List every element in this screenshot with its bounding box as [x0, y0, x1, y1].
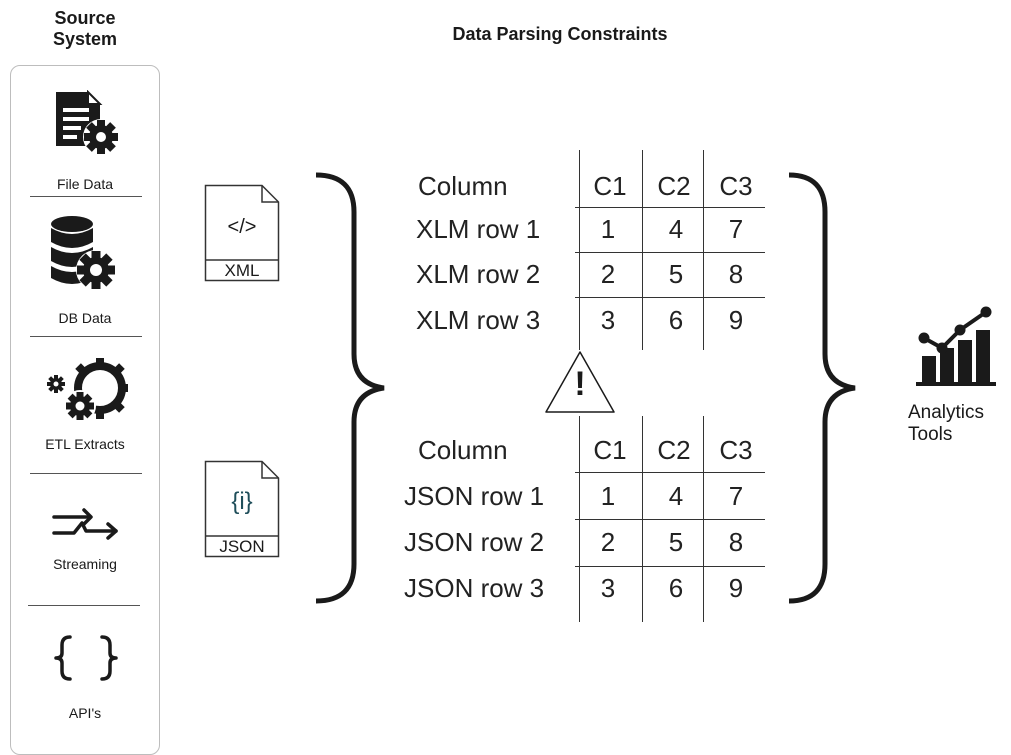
table-gridline	[575, 207, 765, 208]
table-gridline	[575, 252, 765, 253]
table-cell: 5	[668, 527, 684, 557]
json-table: Column C1 C2 C3 JSON row 1 1 4 7 JSON ro…	[400, 416, 772, 622]
table-cell: 2	[600, 259, 616, 289]
xml-symbol: </>	[227, 216, 257, 238]
table-row-label: JSON row 2	[404, 527, 545, 557]
table-cell: 4	[668, 214, 684, 244]
table-header-cell: C3	[719, 171, 753, 201]
table-row-label: JSON row 1	[404, 481, 545, 511]
table-header-cell: Column	[418, 171, 508, 201]
table-cell: 2	[600, 527, 616, 557]
table-row-label: XLM row 1	[416, 214, 541, 244]
table-cell: 1	[600, 481, 616, 511]
table-header-cell: C1	[593, 435, 627, 465]
table-gridline	[642, 150, 643, 350]
table-cell: 5	[668, 259, 684, 289]
analytics-label-line-1: Analytics	[908, 402, 985, 423]
json-file-label: JSON	[219, 537, 265, 556]
table-cell: 4	[668, 481, 684, 511]
source-label-db-data: DB Data	[58, 310, 112, 326]
table-cell: 3	[600, 573, 616, 603]
table-cell: 6	[668, 573, 684, 603]
table-row-label: XLM row 3	[416, 305, 541, 335]
right-brace	[785, 172, 865, 604]
source-label-etl-extracts: ETL Extracts	[45, 436, 125, 452]
warning-symbol: !	[574, 365, 586, 403]
source-divider	[28, 605, 140, 606]
diagram-title: Data Parsing Constraints	[452, 24, 668, 44]
xml-table: Column C1 C2 C3 XLM row 1 1 4 7 XLM row …	[400, 150, 772, 350]
xml-file-icon: </> XML	[204, 184, 280, 282]
table-gridline	[575, 519, 765, 520]
file-settings-icon	[52, 90, 124, 160]
database-settings-icon	[48, 214, 120, 298]
table-gridline	[579, 150, 580, 350]
table-cell: 8	[728, 259, 744, 289]
table-header-cell: C3	[719, 435, 753, 465]
table-header-cell: C1	[593, 171, 627, 201]
gears-icon	[44, 358, 128, 426]
curly-braces-icon	[50, 634, 122, 682]
table-cell: 3	[600, 305, 616, 335]
source-divider	[30, 473, 142, 474]
source-divider	[30, 336, 142, 337]
table-cell: 9	[728, 305, 744, 335]
left-brace	[310, 172, 390, 604]
table-cell: 7	[728, 214, 744, 244]
table-header-cell: C2	[657, 171, 691, 201]
table-gridline	[575, 472, 765, 473]
json-file-icon: {i} JSON	[204, 460, 280, 558]
warning-icon: !	[544, 350, 616, 414]
source-label-streaming: Streaming	[53, 556, 117, 572]
table-gridline	[575, 297, 765, 298]
streaming-arrows-icon	[50, 505, 122, 541]
json-symbol: {i}	[231, 488, 253, 515]
xml-file-label: XML	[224, 261, 260, 280]
analytics-label-line-2: Tools	[908, 424, 953, 445]
source-divider	[30, 196, 142, 197]
table-header-cell: C2	[657, 435, 691, 465]
analytics-chart-icon	[916, 300, 996, 386]
table-gridline	[575, 566, 765, 567]
source-label-file-data: File Data	[56, 176, 114, 192]
table-header-cell: Column	[418, 435, 508, 465]
analytics-tools-label: Analytics Tools	[908, 402, 984, 446]
table-gridline	[703, 150, 704, 350]
table-cell: 8	[728, 527, 744, 557]
table-row-label: JSON row 3	[404, 573, 545, 603]
table-cell: 9	[728, 573, 744, 603]
table-cell: 6	[668, 305, 684, 335]
source-heading-line-2: System	[52, 29, 118, 49]
source-system-heading: Source System	[10, 8, 160, 50]
table-row-label: XLM row 2	[416, 259, 541, 289]
table-cell: 7	[728, 481, 744, 511]
table-cell: 1	[600, 214, 616, 244]
source-label-apis: API's	[68, 705, 102, 721]
source-heading-line-1: Source	[54, 8, 116, 28]
